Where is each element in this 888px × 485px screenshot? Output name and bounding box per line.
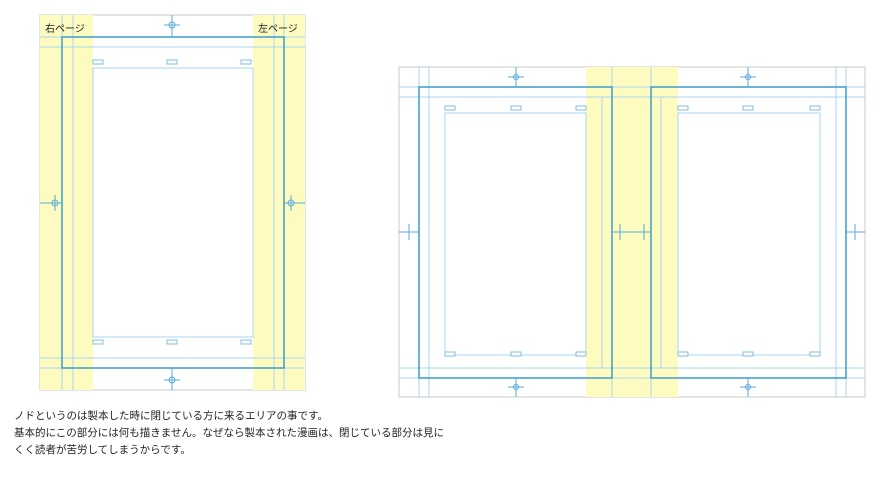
right-page-label: 右ページ <box>45 24 85 35</box>
basic-frame-left-page <box>677 112 821 356</box>
description-line: 基本的にこの部分には何も描きません。なぜなら製本された漫画は、閉じている部分は見… <box>14 427 444 439</box>
register-marks <box>40 15 305 390</box>
description-line: くく読者が苦労してしまうからです。 <box>14 444 191 456</box>
basic-frame-right-page <box>444 112 587 356</box>
trim-frame <box>72 46 275 359</box>
basic-frame <box>92 67 254 338</box>
register-marks-spread <box>399 67 865 397</box>
single-page-diagram <box>39 14 306 391</box>
left-page-label: 左ページ <box>258 24 298 35</box>
description-line: ノドというのは製本した時に閉じている方に来るエリアの事です。 <box>14 410 328 422</box>
description-text: ノドというのは製本した時に閉じている方に来るエリアの事です。 基本的にこの部分に… <box>14 408 444 459</box>
spread-diagram <box>398 66 866 398</box>
